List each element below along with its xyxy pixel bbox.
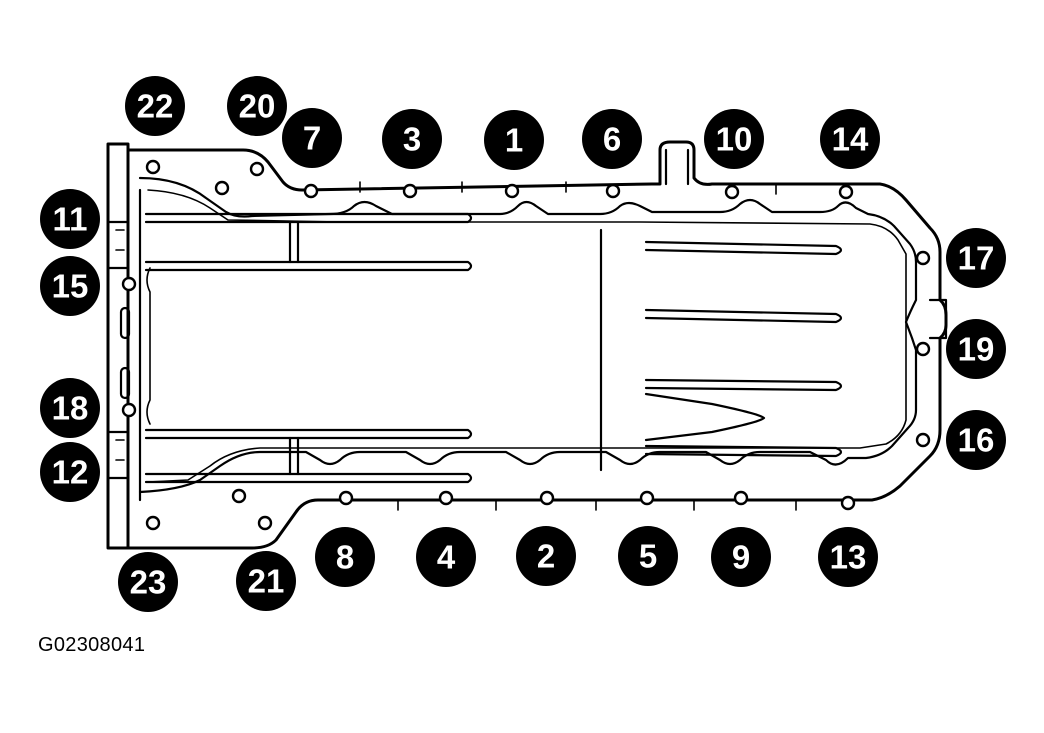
bolt-hole (338, 490, 354, 506)
bolt-hole (121, 276, 137, 292)
callout-6-label: 6 (603, 121, 621, 158)
callout-20-label: 20 (239, 88, 276, 125)
callout-23: 23 (118, 552, 178, 612)
callout-18-label: 18 (52, 390, 89, 427)
bolt-hole (231, 488, 247, 504)
callout-7: 7 (282, 108, 342, 168)
callout-15: 15 (40, 256, 100, 316)
callout-16: 16 (946, 410, 1006, 470)
callout-10: 10 (704, 109, 764, 169)
bolt-hole (438, 490, 454, 506)
callout-12-label: 12 (52, 454, 89, 491)
callout-5: 5 (618, 526, 678, 586)
callout-19: 19 (946, 319, 1006, 379)
callout-7-label: 7 (303, 120, 321, 157)
callout-8: 8 (315, 527, 375, 587)
oil-pan-outline (106, 140, 948, 550)
callout-2: 2 (516, 526, 576, 586)
callout-15-label: 15 (52, 268, 89, 305)
callout-21: 21 (236, 551, 296, 611)
callout-5-label: 5 (639, 538, 657, 575)
callout-20: 20 (227, 76, 287, 136)
callout-1: 1 (484, 110, 544, 170)
callout-19-label: 19 (958, 331, 995, 368)
callout-13-label: 13 (830, 539, 867, 576)
callout-11-label: 11 (53, 201, 88, 238)
bolt-hole (840, 495, 856, 511)
bolt-hole (639, 490, 655, 506)
bolt-hole (915, 341, 931, 357)
callout-21-label: 21 (248, 563, 285, 600)
bolt-hole (724, 184, 740, 200)
callout-1-label: 1 (505, 122, 523, 159)
bolt-hole (915, 432, 931, 448)
callout-4: 4 (416, 527, 476, 587)
callout-11: 11 (40, 189, 100, 249)
callout-8-label: 8 (336, 539, 354, 576)
callouts: 1 2 3 4 5 6 7 8 9 10 11 12 13 14 15 16 1… (40, 76, 1006, 612)
callout-9-label: 9 (732, 539, 750, 576)
callout-6: 6 (582, 109, 642, 169)
callout-17-label: 17 (958, 240, 995, 277)
bolt-hole (733, 490, 749, 506)
bolt-hole (539, 490, 555, 506)
callout-12: 12 (40, 442, 100, 502)
bolt-hole (504, 183, 520, 199)
bolt-hole (402, 183, 418, 199)
bolt-hole (915, 250, 931, 266)
callout-10-label: 10 (716, 121, 753, 158)
bolt-hole (145, 515, 161, 531)
callout-16-label: 16 (958, 422, 995, 459)
bolt-hole (121, 402, 137, 418)
bolt-hole (249, 161, 265, 177)
bolt-hole (145, 159, 161, 175)
bolt-hole (214, 180, 230, 196)
bolt-hole (838, 184, 854, 200)
callout-2-label: 2 (537, 538, 555, 575)
bolt-hole (257, 515, 273, 531)
callout-17: 17 (946, 228, 1006, 288)
callout-14: 14 (820, 109, 880, 169)
callout-9: 9 (711, 527, 771, 587)
callout-22-label: 22 (137, 88, 174, 125)
bolt-holes (121, 159, 931, 531)
bolt-hole (303, 183, 319, 199)
callout-18: 18 (40, 378, 100, 438)
callout-3-label: 3 (403, 121, 421, 158)
figure-id-label: G02308041 (38, 634, 146, 656)
callout-14-label: 14 (832, 121, 869, 158)
callout-13: 13 (818, 527, 878, 587)
callout-23-label: 23 (130, 564, 167, 601)
callout-4-label: 4 (437, 539, 456, 576)
bolt-hole (605, 183, 621, 199)
callout-3: 3 (382, 109, 442, 169)
callout-22: 22 (125, 76, 185, 136)
